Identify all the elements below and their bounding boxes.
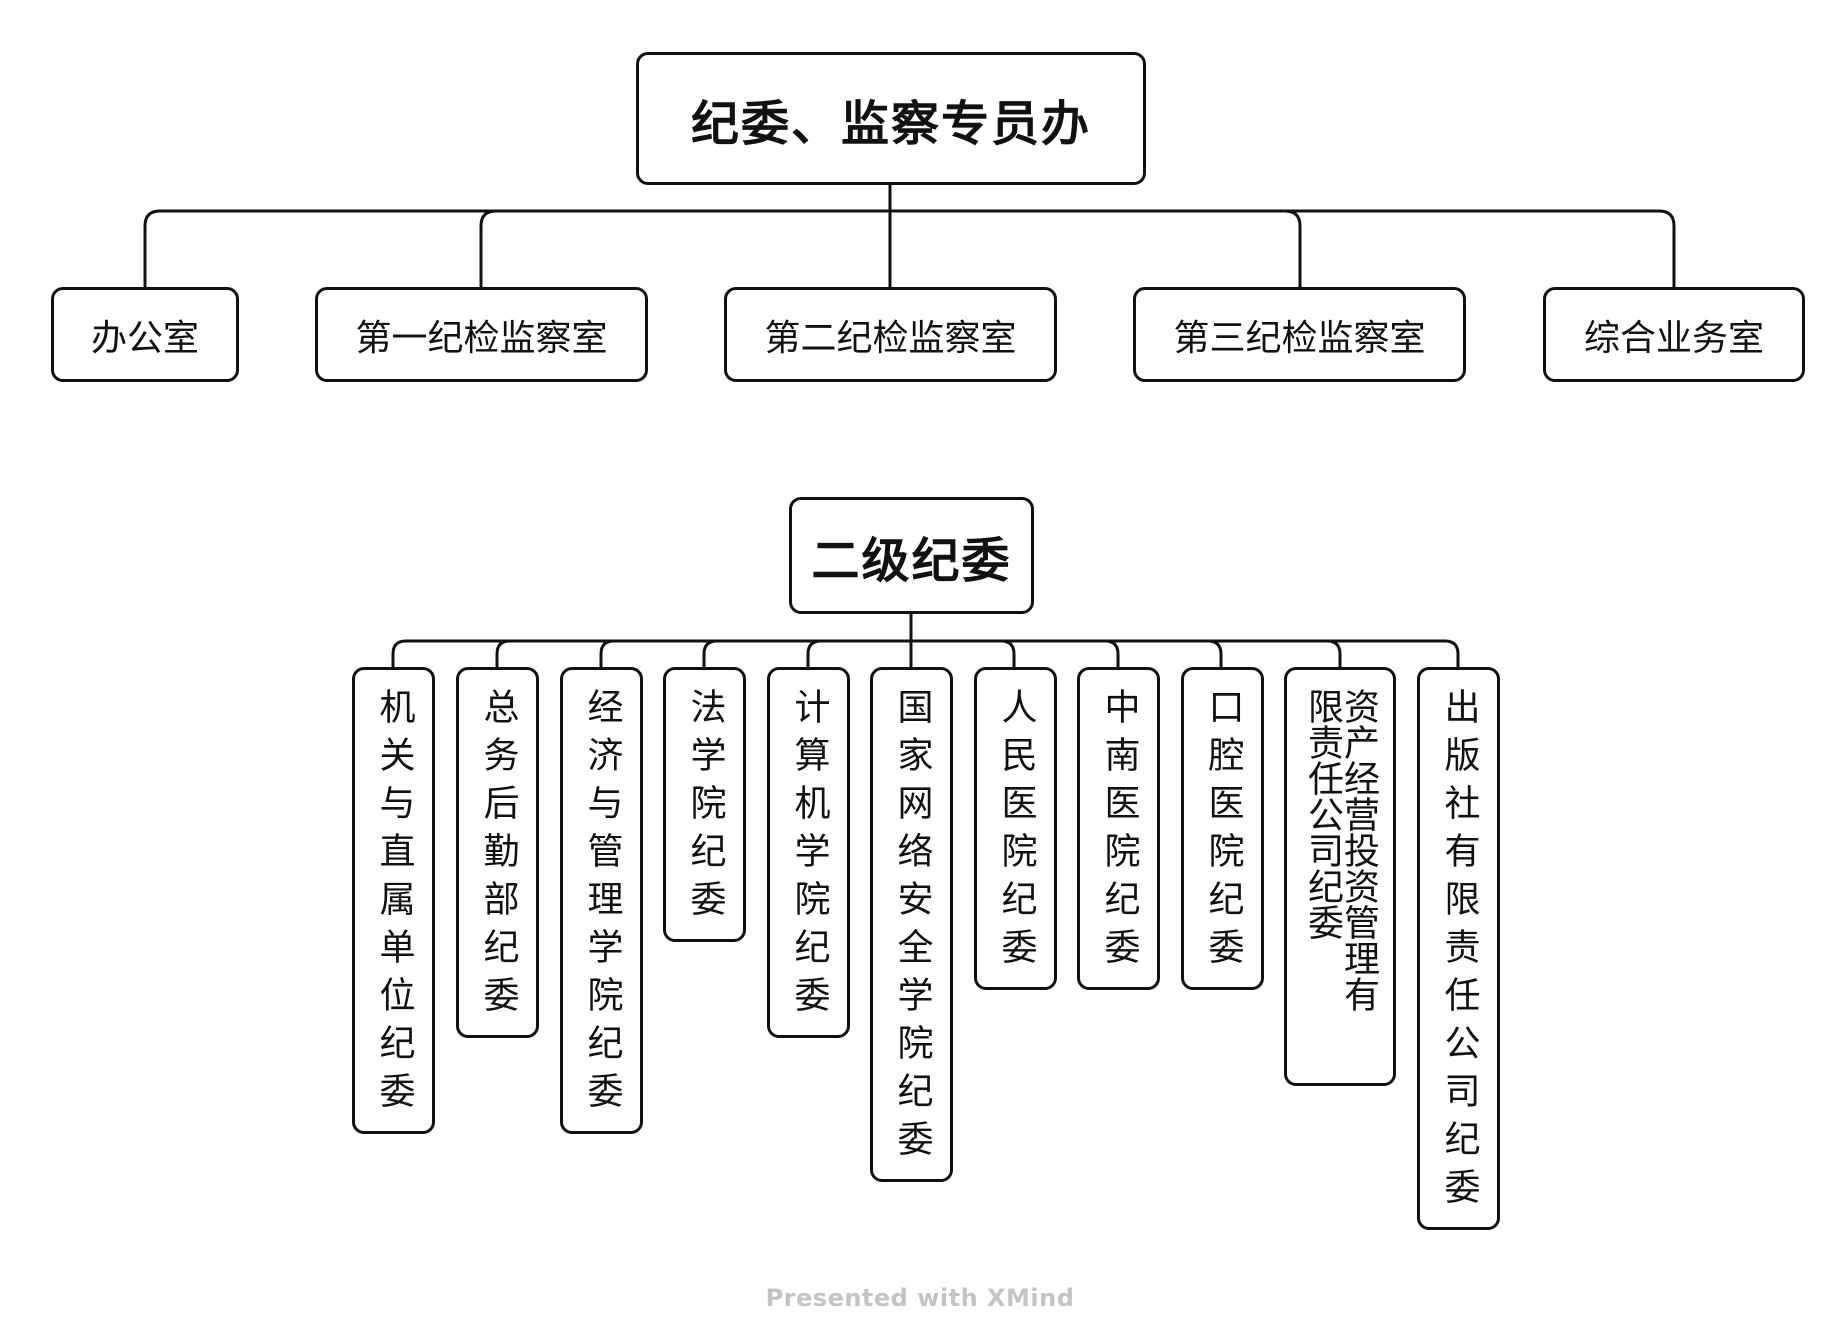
dept-node-label: 办公室	[90, 317, 199, 359]
committee-node[interactable]: 计算机学院纪委	[767, 667, 850, 1038]
dept-node[interactable]: 综合业务室	[1543, 287, 1805, 382]
committee-node[interactable]: 机关与直属单位纪委	[352, 667, 435, 1134]
dept-node-label: 第一纪检监察室	[355, 317, 608, 359]
committee-node-label: 中南医院纪委	[1098, 688, 1140, 976]
committee-node[interactable]: 国家网络安全学院纪委	[870, 667, 953, 1182]
committee-node[interactable]: 总务后勤部纪委	[456, 667, 539, 1038]
dept-node[interactable]: 第二纪检监察室	[724, 287, 1057, 382]
dept-node-label: 第二纪检监察室	[764, 317, 1017, 359]
dept-node-label: 第三纪检监察室	[1173, 317, 1426, 359]
committee-node[interactable]: 中南医院纪委	[1077, 667, 1160, 990]
tree1-bus	[143, 209, 1676, 287]
committee-node[interactable]: 口腔医院纪委	[1181, 667, 1264, 990]
committee-node-label: 资产经营投资管理有限责任公司纪委	[1302, 688, 1379, 1012]
committee-node-label: 总务后勤部纪委	[477, 688, 519, 1024]
root-node-label: 二级纪委	[811, 532, 1012, 589]
tree1-inner-bus	[479, 209, 1302, 287]
root-node-discipline-office[interactable]: 纪委、监察专员办	[636, 52, 1146, 185]
dept-node[interactable]: 办公室	[51, 287, 239, 382]
committee-node-label: 机关与直属单位纪委	[373, 688, 415, 1120]
committee-node[interactable]: 出版社有限责任公司纪委	[1417, 667, 1500, 1230]
committee-node-label: 经济与管理学院纪委	[581, 688, 623, 1120]
root-node-secondary-committee[interactable]: 二级纪委	[789, 497, 1034, 614]
dept-node[interactable]: 第一纪检监察室	[315, 287, 648, 382]
committee-node[interactable]: 人民医院纪委	[974, 667, 1057, 990]
xmind-watermark: Presented with XMind	[765, 1284, 1075, 1312]
committee-node-label: 法学院纪委	[684, 688, 726, 928]
committee-node[interactable]: 法学院纪委	[663, 667, 746, 942]
dept-node-label: 综合业务室	[1583, 317, 1764, 359]
root-node-label: 纪委、监察专员办	[690, 95, 1091, 152]
committee-node-label: 人民医院纪委	[995, 688, 1037, 976]
committee-node[interactable]: 资产经营投资管理有限责任公司纪委	[1284, 667, 1396, 1086]
committee-node-label: 口腔医院纪委	[1202, 688, 1244, 976]
tree2-bus	[391, 639, 1460, 667]
committee-node-label: 国家网络安全学院纪委	[891, 688, 933, 1168]
dept-node[interactable]: 第三纪检监察室	[1133, 287, 1466, 382]
committee-node-label: 出版社有限责任公司纪委	[1438, 688, 1480, 1216]
committee-node[interactable]: 经济与管理学院纪委	[560, 667, 643, 1134]
committee-node-label: 计算机学院纪委	[788, 688, 830, 1024]
